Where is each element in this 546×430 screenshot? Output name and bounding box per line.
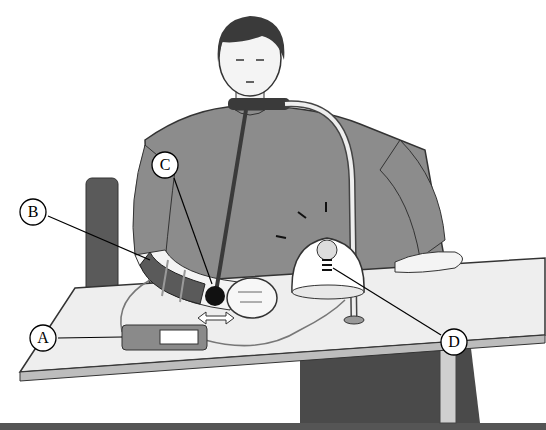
lamp-dome <box>292 238 364 292</box>
right-sleeve <box>380 140 445 258</box>
bulb-coil <box>322 260 332 270</box>
leader-line <box>333 268 441 335</box>
callout-circle: C <box>151 151 179 179</box>
holder-rod <box>216 110 246 292</box>
device-screen <box>160 330 198 344</box>
circle-outline <box>441 329 467 355</box>
stand-base <box>344 316 364 324</box>
cuff-wire <box>121 280 150 332</box>
light-rays <box>276 202 326 238</box>
hair <box>218 16 285 62</box>
motion-arrow <box>198 312 234 324</box>
circle-outline <box>152 152 178 178</box>
callout-letter: B <box>28 203 39 221</box>
fingers <box>238 292 262 302</box>
cuff-strap <box>162 260 185 302</box>
callout-letter: A <box>37 329 49 347</box>
leader-line <box>174 178 212 284</box>
face-features <box>236 60 264 82</box>
callout-circle: A <box>29 324 57 352</box>
bulb <box>317 240 337 260</box>
ground-bar <box>0 423 546 430</box>
lamp-wire <box>205 300 345 346</box>
fist <box>227 278 277 318</box>
contact-point <box>205 286 225 306</box>
callout-circle: D <box>440 328 468 356</box>
callout-letter: D <box>448 333 460 351</box>
circle-outline <box>20 199 46 225</box>
lamp-base <box>292 285 364 299</box>
circle-outline <box>30 325 56 351</box>
callout-circle: B <box>19 198 47 226</box>
callout-letter: C <box>160 156 171 174</box>
right-hand <box>395 252 463 273</box>
leader-line <box>58 337 122 338</box>
leader-line <box>48 216 150 260</box>
neck-holder <box>228 98 290 110</box>
control-device <box>122 325 207 350</box>
